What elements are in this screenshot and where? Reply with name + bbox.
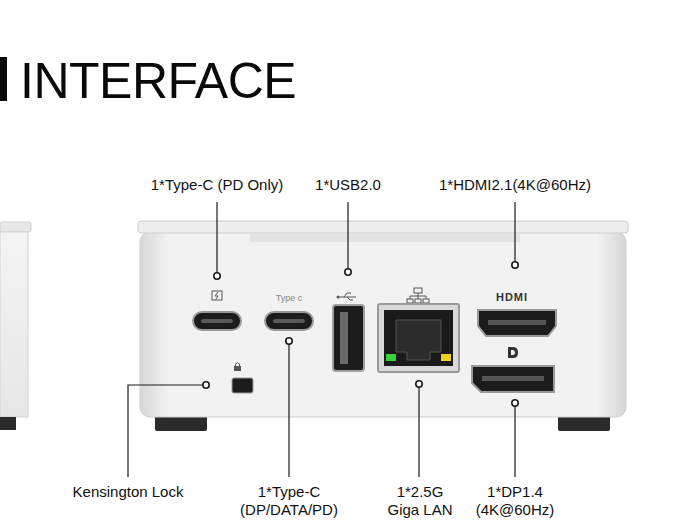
port-marking: Type c [276, 293, 303, 304]
page-title: INTERFACE [20, 56, 296, 106]
port-callout: 1*HDMI2.1(4K@60Hz) [439, 176, 591, 194]
cut-letter [0, 57, 7, 101]
port-callout: Kensington Lock [73, 483, 184, 501]
port-callout: 1*Type-C (DP/DATA/PD) [233, 483, 345, 519]
port-callout: 1*2.5G Giga LAN [382, 483, 458, 519]
hdmi-logo: HDMI [496, 291, 528, 304]
port-callout: 1*Type-C (PD Only) [151, 176, 284, 194]
mini-pc [138, 221, 628, 431]
partial-device [0, 222, 31, 430]
leader-lines [128, 202, 518, 477]
port-callout: 1*USB2.0 [315, 176, 381, 194]
port-callout: 1*DP1.4 (4K@60Hz) [469, 483, 561, 519]
